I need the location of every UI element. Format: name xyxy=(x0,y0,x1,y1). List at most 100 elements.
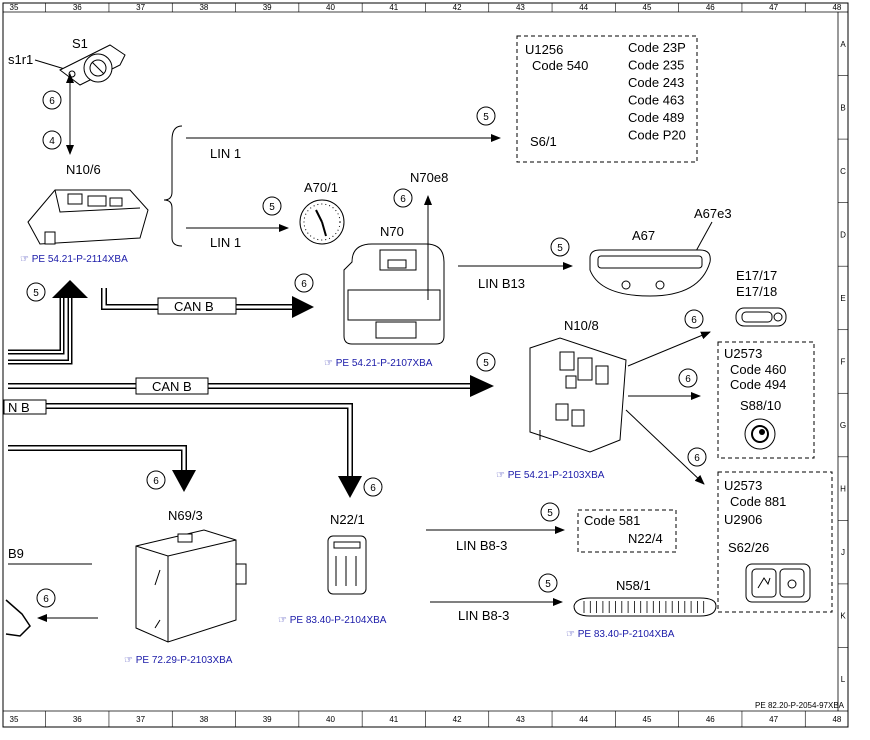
n58-1-button-ticks xyxy=(583,601,705,613)
u1256-code-item: Code 489 xyxy=(628,110,684,125)
s88-10-switch xyxy=(744,418,776,450)
circle-marker-text: 5 xyxy=(269,202,275,213)
circle-marker-text: 5 xyxy=(33,288,39,299)
n10-8-to-u2573b xyxy=(625,409,705,485)
row-label: A xyxy=(840,40,846,49)
u1256-code-item: Code 463 xyxy=(628,93,684,108)
can-bus-3 xyxy=(8,375,494,397)
circle-marker-text: 6 xyxy=(694,453,700,464)
label-a67: A67 xyxy=(632,228,655,243)
s62-26-switch xyxy=(745,563,811,603)
row-label: F xyxy=(841,358,846,367)
column-label: 42 xyxy=(453,3,462,12)
row-label: C xyxy=(840,167,846,176)
column-label: 46 xyxy=(706,715,715,724)
ref-n10-6: ☞ PE 54.21-P-2114XBA xyxy=(20,254,128,265)
column-label: 45 xyxy=(643,3,652,12)
row-label: K xyxy=(840,612,846,621)
label-can-b-2: CAN B xyxy=(152,379,192,394)
column-label: 36 xyxy=(73,715,82,724)
column-label: 41 xyxy=(389,3,398,12)
n-b-label-box xyxy=(3,399,47,415)
label-n70e8: N70e8 xyxy=(410,170,448,185)
circle-marker xyxy=(550,237,570,257)
column-label: 48 xyxy=(832,3,841,12)
can-b-label-box xyxy=(157,297,237,315)
circle-marker xyxy=(687,447,707,467)
u2573b-box xyxy=(717,471,833,613)
label-can-b-1: CAN B xyxy=(174,299,214,314)
circle-marker-text: 5 xyxy=(483,358,489,369)
ref-n69-3: ☞ PE 72.29-P-2103XBA xyxy=(124,655,233,666)
u1256-box xyxy=(516,35,698,163)
label-n69-3: N69/3 xyxy=(168,508,203,523)
u1256-code-item: Code P20 xyxy=(628,128,686,143)
column-label: 37 xyxy=(136,715,145,724)
column-label: 46 xyxy=(706,3,715,12)
ref-n58-1: ☞ PE 83.40-P-2104XBA xyxy=(566,629,675,640)
circle-marker xyxy=(42,90,62,110)
label-n70: N70 xyxy=(380,224,404,239)
u2573a-box xyxy=(717,341,815,459)
label-lin-b8-3-top: LIN B8-3 xyxy=(456,538,507,553)
ref-n70: ☞ PE 54.21-P-2107XBA xyxy=(324,358,433,369)
row-label: D xyxy=(840,230,846,239)
n10-8-module xyxy=(529,337,627,453)
circle-marker-text: 6 xyxy=(301,279,307,290)
u2573a-title: U2573 xyxy=(724,346,762,361)
u2573a-code-2: Code 494 xyxy=(730,377,786,392)
u2573a-code-1: Code 460 xyxy=(730,362,786,377)
label-a70-1: A70/1 xyxy=(304,180,338,195)
label-a67e3: A67e3 xyxy=(694,206,732,221)
row-label: E xyxy=(840,294,845,303)
u1256-left-code: Code 540 xyxy=(532,58,588,73)
label-lin-b13: LIN B13 xyxy=(478,276,525,291)
column-label: 47 xyxy=(769,715,778,724)
b9-component-partial xyxy=(5,599,31,637)
n-b-bus xyxy=(8,403,362,498)
u1256-code-item: Code 235 xyxy=(628,58,684,73)
u1256-footer: S6/1 xyxy=(530,134,557,149)
circle-marker xyxy=(363,477,383,497)
row-label: B xyxy=(840,103,845,112)
circle-marker-text: 5 xyxy=(483,112,489,123)
column-label: 38 xyxy=(199,3,208,12)
column-label: 36 xyxy=(73,3,82,12)
circle-marker xyxy=(393,188,413,208)
column-label: 44 xyxy=(579,3,588,12)
label-n10-8: N10/8 xyxy=(564,318,599,333)
column-label: 38 xyxy=(199,715,208,724)
circle-marker xyxy=(540,502,560,522)
circle-marker xyxy=(538,573,558,593)
u2573b-code: Code 881 xyxy=(730,494,786,509)
ref-n22-1: ☞ PE 83.40-P-2104XBA xyxy=(278,615,387,626)
circle-marker xyxy=(476,106,496,126)
circle-marker-text: 5 xyxy=(545,579,551,590)
row-label: H xyxy=(840,485,846,494)
label-b9: B9 xyxy=(8,546,24,561)
label-n22-1: N22/1 xyxy=(330,512,365,527)
column-label: 44 xyxy=(579,715,588,724)
u1256-code-item: Code 23P xyxy=(628,40,686,55)
column-label: 40 xyxy=(326,3,335,12)
label-e17-17: E17/17 xyxy=(736,268,777,283)
label-lin1-top: LIN 1 xyxy=(210,146,241,161)
circle-marker xyxy=(26,282,46,302)
a67-mirror xyxy=(589,249,711,297)
circle-marker xyxy=(476,352,496,372)
lin1-bracket xyxy=(163,125,183,247)
label-n10-6: N10/6 xyxy=(66,162,101,177)
label-lin-b8-3-bottom: LIN B8-3 xyxy=(458,608,509,623)
code581-box xyxy=(577,509,677,553)
column-label: 42 xyxy=(453,715,462,724)
u1256-title: U1256 xyxy=(525,42,563,57)
circle-marker-text: 6 xyxy=(43,594,49,605)
circle-marker xyxy=(262,196,282,216)
drawing-reference: PE 82.20-P-2054-97XBA xyxy=(755,701,845,710)
n70-overhead-module xyxy=(343,243,445,345)
s1-switch xyxy=(59,44,126,86)
circle-marker-text: 6 xyxy=(49,96,55,107)
